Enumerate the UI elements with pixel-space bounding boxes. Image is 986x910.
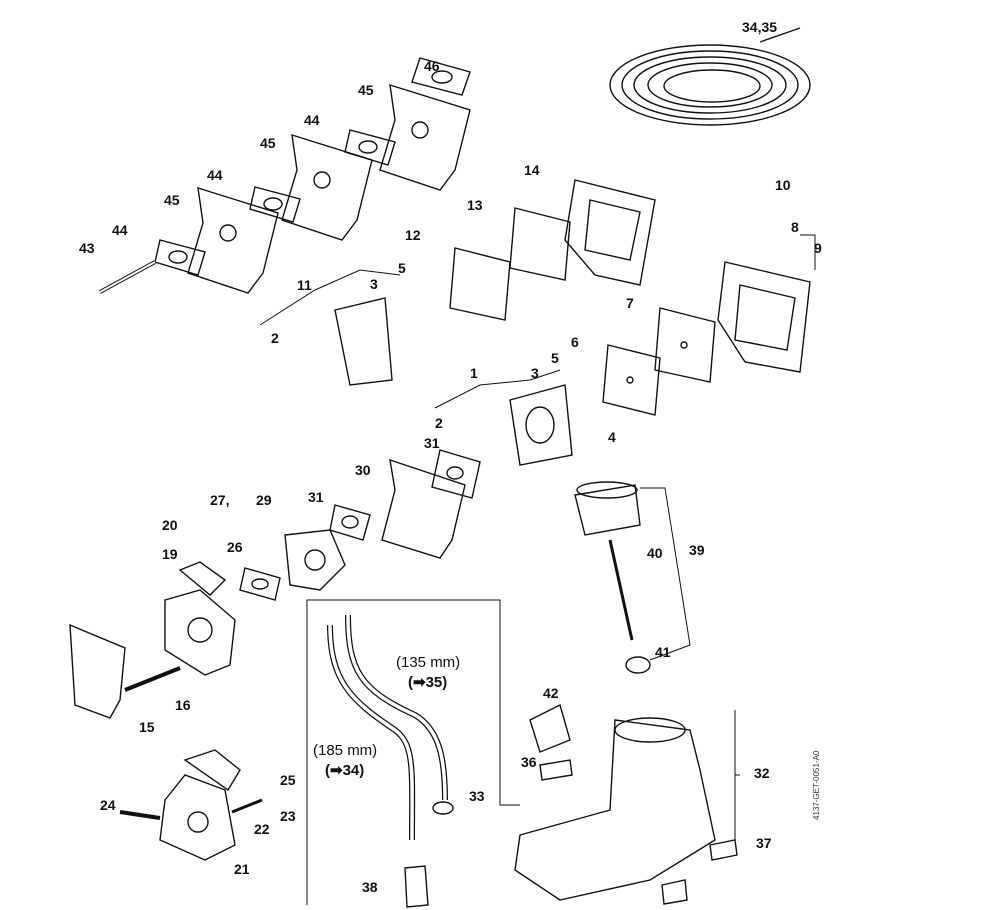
callout-5: 5 [551,350,559,366]
leader-lines [259,234,816,905]
callout-10: 10 [775,177,791,193]
callout-43: 43 [79,240,95,256]
callout-40: 40 [647,545,663,561]
callout-39: 39 [689,542,705,558]
hose-length-135: (135 mm) [396,654,461,671]
callout-45: 45 [358,82,374,98]
air-filters [449,207,716,416]
callout-25: 25 [280,772,296,788]
callout-42: 42 [543,685,559,701]
callout-13: 13 [467,197,483,213]
hose-ref-35: (➡35) [408,674,448,691]
callout-5: 5 [398,260,406,276]
callout-24: 24 [100,797,116,813]
filter-covers [334,179,811,466]
callout-11: 11 [297,277,312,293]
hose-length-185: (185 mm) [313,742,378,759]
callout-44: 44 [112,222,128,238]
callout-46: 46 [424,58,440,74]
fuel-hoses [327,614,448,841]
coil-part [609,27,811,126]
callout-2: 2 [435,415,443,431]
callout-26: 26 [227,539,243,555]
callout-36: 36 [521,754,537,770]
callout-27: 27, [210,492,230,508]
callout-14: 14 [524,162,540,178]
callout-7: 7 [626,295,634,311]
callout-38: 38 [362,879,378,895]
callout-23: 23 [280,808,296,824]
callout-16: 16 [175,697,191,713]
callout-31: 31 [308,489,324,505]
callout-30: 30 [355,462,371,478]
gasket-plates [69,57,481,719]
callout-44: 44 [304,112,320,128]
callout-21: 21 [234,861,250,877]
callout-41: 41 [655,644,671,660]
callout-45: 45 [260,135,276,151]
callout-37: 37 [756,835,772,851]
hose-ref-34: (➡34) [325,762,365,779]
callout-1: 1 [470,365,478,381]
fuel-tank [404,481,738,908]
callout-3: 3 [531,365,539,381]
callout-2: 2 [271,330,279,346]
callout-12: 12 [405,227,421,243]
callout-22: 22 [254,821,270,837]
callout-3: 3 [370,276,378,292]
callout-15: 15 [139,719,155,735]
callout-20: 20 [162,517,178,533]
callout-6: 6 [571,334,579,350]
callout-33: 33 [469,788,485,804]
callout-29: 29 [256,492,272,508]
callout-4: 4 [608,429,616,445]
callout-45: 45 [164,192,180,208]
callout-31: 31 [424,435,440,451]
callout-34-35: 34,35 [742,19,778,35]
carburetor-assembly [119,529,346,861]
callout-9: 9 [814,240,822,256]
callout-44: 44 [207,167,223,183]
callout-32: 32 [754,765,770,781]
callout-19: 19 [162,546,178,562]
callout-8: 8 [791,219,799,235]
drawing-number: 4137-GET-0051-A0 [812,750,821,820]
